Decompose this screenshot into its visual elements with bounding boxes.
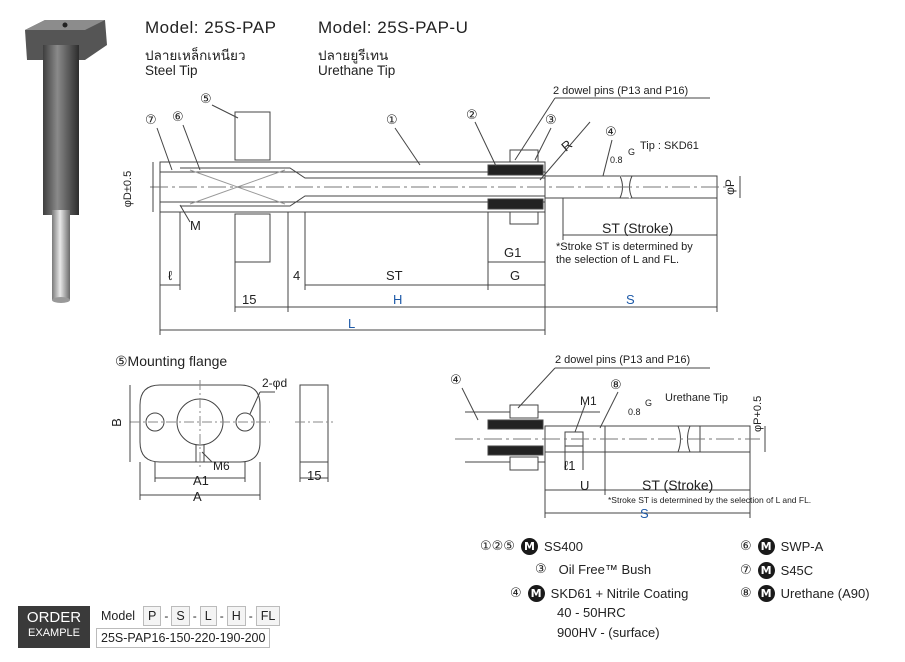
flange-title: ⑤Mounting flange bbox=[115, 353, 228, 369]
dim-4: 4 bbox=[293, 268, 301, 283]
code-sep: - bbox=[219, 609, 224, 623]
dim-s: S bbox=[626, 292, 635, 307]
code-s: S bbox=[171, 606, 190, 626]
material-ss400: ①②⑤ M SS400 bbox=[480, 538, 583, 555]
material-swpa: ⑥ M SWP-A bbox=[740, 538, 823, 555]
material-name: S45C bbox=[780, 563, 814, 578]
model-b-title: Model: 25S-PAP-U bbox=[318, 18, 469, 37]
m-badge-icon: M bbox=[757, 538, 775, 555]
dim-g: G bbox=[510, 268, 521, 283]
callout-6: ⑥ bbox=[172, 110, 184, 125]
dim-g1: G1 bbox=[504, 245, 522, 260]
m-badge-icon: M bbox=[757, 562, 775, 579]
roughness-g: G bbox=[628, 147, 636, 157]
model-a-thai: ปลายเหล็กเหนียว bbox=[145, 48, 246, 63]
material-name: Oil Free™ Bush bbox=[558, 562, 652, 577]
main-drawing bbox=[150, 97, 741, 335]
flange-dim-a1: A1 bbox=[193, 473, 209, 488]
material-urethane: ⑧ M Urethane (A90) bbox=[740, 585, 870, 602]
model-a-title: Model: 25S-PAP bbox=[145, 18, 277, 37]
stroke-note-2: the selection of L and FL. bbox=[556, 254, 680, 266]
material-parts: ③ bbox=[535, 562, 547, 577]
m-badge-icon: M bbox=[520, 538, 538, 555]
order-example-value: 25S-PAP16-150-220-190-200 bbox=[96, 628, 271, 648]
code-l: L bbox=[199, 606, 217, 626]
stroke-note-1: *Stroke ST is determined by bbox=[556, 241, 693, 253]
u-dim-s: S bbox=[640, 506, 649, 521]
u-m1: M1 bbox=[580, 394, 597, 408]
flange-drawing bbox=[129, 380, 333, 500]
code-sep: - bbox=[248, 609, 253, 623]
material-parts: ⑥ bbox=[740, 539, 752, 554]
m-badge-icon: M bbox=[527, 585, 545, 602]
dowel-note: 2 dowel pins (P13 and P16) bbox=[553, 85, 689, 97]
model-b-thai: ปลายยูรีเทน bbox=[318, 48, 389, 63]
u-dim-u: U bbox=[580, 478, 590, 493]
u-dia-p: φP+0.5 bbox=[752, 395, 764, 432]
dim-l-small: ℓ bbox=[168, 268, 173, 283]
order-label: ORDER bbox=[26, 609, 82, 626]
material-hardness-1: 40 - 50HRC bbox=[557, 605, 626, 620]
u-stroke-note: *Stroke ST is determined by the selectio… bbox=[608, 495, 812, 505]
order-model-row: Model P - S - L - H - FL bbox=[96, 606, 281, 626]
u-roughness-g: G bbox=[645, 398, 653, 408]
flange-hole-label: 2-φd bbox=[262, 376, 288, 390]
material-hardness-2: 900HV - (surface) bbox=[557, 625, 660, 640]
flange-dim-a: A bbox=[193, 489, 202, 504]
callout-2: ② bbox=[466, 108, 478, 123]
material-name: SWP-A bbox=[780, 539, 824, 554]
dim-h: H bbox=[393, 292, 403, 307]
code-p: P bbox=[143, 606, 162, 626]
code-fl: FL bbox=[255, 606, 281, 626]
dim-st: ST bbox=[386, 268, 403, 283]
code-h: H bbox=[226, 606, 246, 626]
material-name: SKD61 + Nitrile Coating bbox=[550, 586, 689, 601]
material-parts: ①②⑤ bbox=[480, 539, 515, 554]
material-s45c: ⑦ M S45C bbox=[740, 562, 813, 579]
model-label: Model bbox=[96, 606, 141, 626]
tip-note: Tip : SKD61 bbox=[640, 140, 699, 152]
u-roughness: 0.8 bbox=[628, 407, 641, 417]
m-badge-icon: M bbox=[757, 585, 775, 602]
flange-dim-15: 15 bbox=[307, 468, 322, 483]
stroke-label: ST (Stroke) bbox=[602, 220, 674, 236]
material-parts: ④ bbox=[510, 586, 522, 601]
product-photo bbox=[25, 20, 107, 303]
flange-m6: M6 bbox=[213, 459, 230, 473]
material-skd61: ④ M SKD61 + Nitrile Coating bbox=[510, 585, 688, 602]
u-stroke: ST (Stroke) bbox=[642, 477, 714, 493]
model-a-tip: Steel Tip bbox=[145, 63, 198, 78]
code-sep: - bbox=[192, 609, 197, 623]
order-example-badge: ORDER EXAMPLE bbox=[18, 606, 90, 648]
material-oilfree: ③ Oil Free™ Bush bbox=[535, 562, 651, 577]
code-sep: - bbox=[164, 609, 169, 623]
example-label: EXAMPLE bbox=[28, 627, 80, 639]
material-parts: ⑦ bbox=[740, 563, 752, 578]
roughness: 0.8 bbox=[610, 155, 623, 165]
u-l1: ℓ1 bbox=[564, 458, 576, 473]
u-dowel-note: 2 dowel pins (P13 and P16) bbox=[555, 354, 691, 366]
material-name: SS400 bbox=[543, 539, 584, 554]
material-name: Urethane (A90) bbox=[780, 586, 870, 601]
model-b-tip: Urethane Tip bbox=[318, 63, 396, 78]
u-tip-label: Urethane Tip bbox=[665, 392, 728, 404]
callout-3: ③ bbox=[545, 113, 557, 128]
material-parts: ⑧ bbox=[740, 586, 752, 601]
urethane-drawing bbox=[455, 367, 766, 518]
dim-L: L bbox=[348, 316, 356, 331]
callout-4: ④ bbox=[605, 125, 617, 140]
callout-1: ① bbox=[386, 113, 398, 128]
callout-7: ⑦ bbox=[145, 113, 157, 128]
dim-15: 15 bbox=[242, 292, 257, 307]
u-callout-4: ④ bbox=[450, 373, 462, 388]
callout-5: ⑤ bbox=[200, 92, 212, 107]
label-m: M bbox=[190, 218, 201, 233]
u-callout-8: ⑧ bbox=[610, 378, 622, 393]
